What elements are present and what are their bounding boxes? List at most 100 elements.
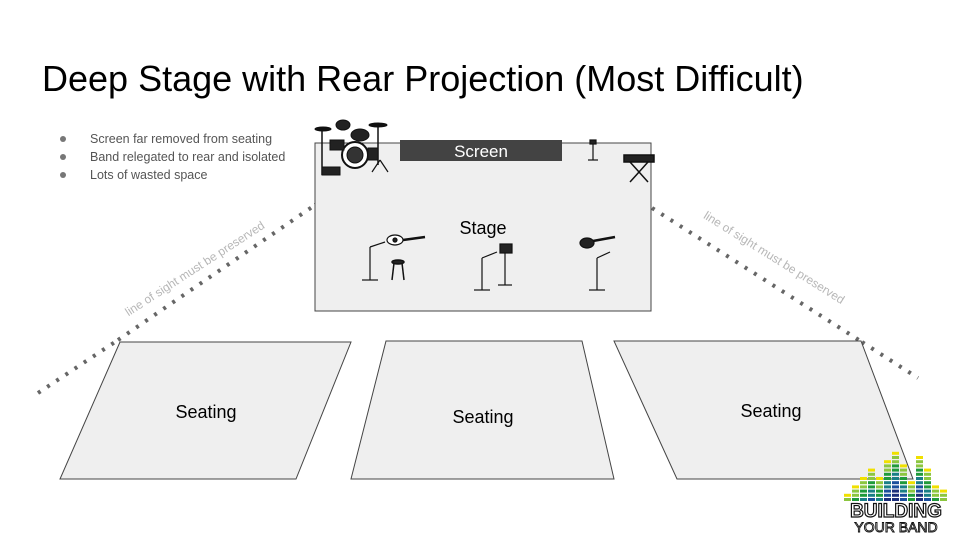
- slide-title: Deep Stage with Rear Projection (Most Di…: [42, 58, 804, 99]
- equalizer-segment: [852, 498, 859, 501]
- equalizer-segment: [876, 485, 883, 489]
- equalizer-segment: [916, 485, 923, 489]
- equalizer-segment: [884, 472, 891, 476]
- seating-area-right: [613, 340, 914, 480]
- equalizer-segment: [908, 489, 915, 493]
- equalizer-segment: [924, 468, 931, 472]
- equalizer-bars-icon: [844, 451, 947, 501]
- equalizer-segment: [884, 493, 891, 497]
- seating-label: Seating: [452, 407, 513, 427]
- equalizer-segment: [932, 493, 939, 497]
- equalizer-segment: [892, 493, 899, 497]
- stage-area: [314, 142, 652, 312]
- equalizer-segment: [932, 485, 939, 489]
- equalizer-segment: [892, 468, 899, 472]
- equalizer-segment: [860, 493, 867, 497]
- equalizer-segment: [868, 498, 875, 501]
- equalizer-segment: [852, 493, 859, 497]
- equalizer-segment: [892, 472, 899, 476]
- equalizer-segment: [916, 468, 923, 472]
- equalizer-segment: [940, 493, 947, 497]
- equalizer-segment: [908, 493, 915, 497]
- equalizer-segment: [900, 477, 907, 480]
- seating-label: Seating: [175, 402, 236, 422]
- seating-area-left: [59, 341, 352, 480]
- equalizer-segment: [940, 489, 947, 493]
- sightline-left: [36, 150, 400, 395]
- equalizer-segment: [900, 489, 907, 493]
- equalizer-segment: [900, 493, 907, 497]
- equalizer-segment: [860, 498, 867, 501]
- equalizer-segment: [868, 468, 875, 472]
- stage-label: Stage: [459, 218, 506, 238]
- mic-stand-icon: [362, 241, 386, 281]
- equalizer-segment: [892, 456, 899, 459]
- mic-stand-icon: [588, 139, 598, 161]
- equalizer-segment: [932, 498, 939, 501]
- keyboard-icon: [623, 154, 655, 183]
- equalizer-segment: [892, 477, 899, 480]
- equalizer-segment: [924, 485, 931, 489]
- logo-line-2: YOUR BAND: [854, 519, 937, 535]
- guitar-icon: [386, 234, 426, 246]
- drum-kit-icon: [314, 119, 389, 176]
- building-your-band-logo: BUILDING YOUR BAND: [844, 451, 947, 535]
- equalizer-segment: [844, 498, 851, 501]
- equalizer-segment: [916, 456, 923, 459]
- equalizer-segment: [908, 485, 915, 489]
- seating-area-center: [350, 340, 615, 480]
- equalizer-segment: [892, 498, 899, 501]
- sightline-annotation-left: line of sight must be preserved: [122, 218, 267, 319]
- screen: [400, 140, 562, 161]
- equalizer-segment: [900, 485, 907, 489]
- equalizer-segment: [868, 472, 875, 476]
- equalizer-segment: [876, 477, 883, 480]
- equalizer-segment: [924, 477, 931, 480]
- equalizer-segment: [916, 464, 923, 468]
- equalizer-segment: [884, 489, 891, 493]
- music-stand-icon: [498, 243, 513, 286]
- equalizer-segment: [924, 481, 931, 485]
- equalizer-segment: [860, 489, 867, 493]
- equalizer-segment: [884, 460, 891, 464]
- equalizer-segment: [860, 477, 867, 480]
- equalizer-segment: [892, 460, 899, 464]
- mic-stand-icon: [589, 251, 611, 291]
- equalizer-segment: [884, 468, 891, 472]
- equalizer-segment: [916, 477, 923, 480]
- equalizer-segment: [900, 468, 907, 472]
- equalizer-segment: [884, 485, 891, 489]
- equalizer-segment: [860, 485, 867, 489]
- equalizer-segment: [900, 464, 907, 468]
- equalizer-segment: [884, 477, 891, 480]
- equalizer-segment: [868, 481, 875, 485]
- equalizer-segment: [924, 498, 931, 501]
- screen-label: Screen: [454, 142, 508, 161]
- equalizer-segment: [876, 481, 883, 485]
- equalizer-segment: [892, 451, 899, 455]
- equalizer-segment: [892, 485, 899, 489]
- equalizer-segment: [892, 489, 899, 493]
- equalizer-segment: [876, 498, 883, 501]
- equalizer-segment: [868, 493, 875, 497]
- equalizer-segment: [908, 481, 915, 485]
- stool-icon: [391, 259, 405, 281]
- equalizer-segment: [916, 493, 923, 497]
- equalizer-segment: [900, 498, 907, 501]
- equalizer-segment: [900, 472, 907, 476]
- equalizer-segment: [916, 498, 923, 501]
- equalizer-segment: [908, 498, 915, 501]
- equalizer-segment: [844, 493, 851, 497]
- equalizer-segment: [916, 481, 923, 485]
- equalizer-segment: [852, 485, 859, 489]
- equalizer-segment: [868, 485, 875, 489]
- equalizer-segment: [868, 477, 875, 480]
- sightline-annotation-right: line of sight must be preserved: [701, 208, 847, 306]
- electric-guitar-icon: [579, 235, 616, 249]
- mic-stand-icon: [474, 251, 498, 291]
- equalizer-segment: [932, 489, 939, 493]
- equalizer-segment: [884, 464, 891, 468]
- bullet-item: Screen far removed from seating: [60, 130, 285, 148]
- equalizer-segment: [916, 472, 923, 476]
